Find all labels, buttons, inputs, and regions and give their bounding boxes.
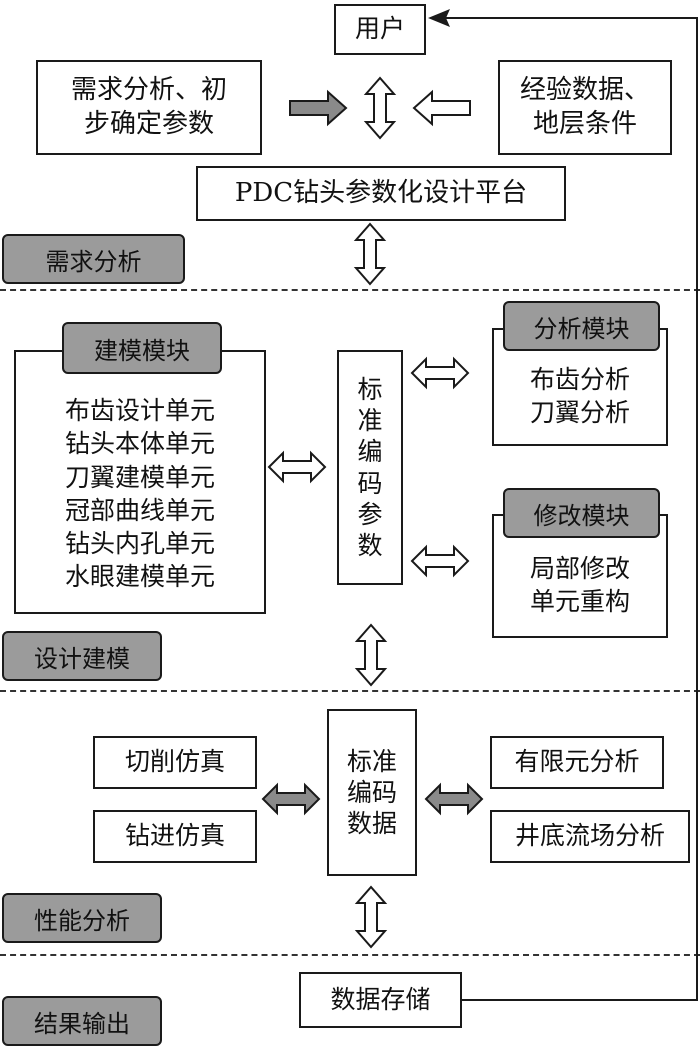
divider-1	[0, 289, 700, 291]
analysis-item-1: 布齿分析	[529, 365, 630, 394]
std-params-char-5: 参	[357, 499, 383, 529]
performance-output-double-arrow	[356, 886, 386, 948]
stage-design-label: 设计建模	[34, 644, 130, 673]
requirement-line-1: 需求分析、初	[70, 74, 227, 105]
modeling-module-title-label: 建模模块	[94, 336, 190, 365]
modify-module-title-label: 修改模块	[533, 501, 630, 530]
divider-3	[0, 954, 700, 956]
std-data-line-2: 编码	[346, 777, 397, 807]
std-params-char-4: 码	[357, 468, 383, 498]
stage-requirement-label: 需求分析	[45, 247, 142, 276]
requirement-line-2: 步确定参数	[83, 108, 214, 139]
params-analysis-double-arrow	[411, 358, 469, 388]
modeling-item-5: 钻头内孔单元	[64, 529, 215, 558]
std-params-char-1: 标	[357, 374, 383, 404]
platform-label: PDC钻头参数化设计平台	[234, 177, 528, 208]
analysis-item-2: 刀翼分析	[529, 398, 630, 427]
data-sim-right-double-arrow	[425, 784, 483, 814]
experience-to-user-arrow	[412, 89, 471, 127]
storage-label: 数据存储	[330, 984, 431, 1014]
drilling-sim-label: 钻进仿真	[124, 821, 225, 851]
storage-box: 数据存储	[299, 972, 462, 1028]
feedback-loop-arrow	[428, 9, 698, 1001]
requirement-to-user-arrow	[289, 89, 348, 127]
flow-analysis-box: 井底流场分析	[490, 810, 690, 863]
std-params-char-2: 准	[357, 406, 383, 435]
user-platform-double-arrow	[365, 77, 395, 139]
fem-analysis-box: 有限元分析	[490, 736, 664, 789]
modeling-item-2: 钻头本体单元	[64, 429, 215, 459]
design-performance-double-arrow	[356, 624, 386, 686]
std-params-box: 标 准 编 码 参 数	[337, 350, 403, 585]
stage-output: 结果输出	[2, 996, 162, 1046]
stage-performance: 性能分析	[2, 893, 162, 943]
stage-design: 设计建模	[2, 631, 162, 681]
params-modify-double-arrow	[411, 546, 469, 576]
std-data-line-1: 标准	[346, 746, 397, 776]
drilling-sim-box: 钻进仿真	[93, 810, 257, 863]
divider-2	[0, 690, 700, 692]
sim-left-data-double-arrow	[262, 784, 320, 814]
std-params-char-3: 编	[357, 437, 383, 467]
modeling-module-box: 布齿设计单元 钻头本体单元 刀翼建模单元 冠部曲线单元 钻头内孔单元 水眼建模单…	[14, 350, 266, 614]
std-data-line-3: 数据	[346, 809, 397, 839]
modeling-module-title: 建模模块	[62, 322, 222, 374]
experience-line-2: 地层条件	[532, 108, 637, 139]
modeling-item-4: 冠部曲线单元	[64, 495, 215, 525]
user-box: 用户	[334, 4, 426, 55]
flow-analysis-label: 井底流场分析	[514, 821, 665, 851]
stage-requirement: 需求分析	[2, 234, 185, 284]
experience-line-1: 经验数据、	[519, 74, 650, 105]
modeling-item-1: 布齿设计单元	[64, 396, 215, 425]
platform-box: PDC钻头参数化设计平台	[196, 166, 566, 221]
stage-output-label: 结果输出	[34, 1009, 130, 1038]
modify-module-title: 修改模块	[503, 488, 660, 538]
std-params-char-6: 数	[357, 531, 383, 560]
modify-item-1: 局部修改	[529, 554, 630, 583]
user-label: 用户	[354, 14, 405, 44]
fem-analysis-label: 有限元分析	[514, 747, 640, 777]
modeling-item-3: 刀翼建模单元	[64, 462, 215, 492]
cutting-sim-box: 切削仿真	[93, 736, 257, 789]
platform-design-double-arrow	[355, 223, 385, 285]
modeling-item-6: 水眼建模单元	[64, 562, 215, 592]
requirement-box: 需求分析、初 步确定参数	[36, 60, 262, 155]
std-data-box: 标准 编码 数据	[327, 709, 417, 876]
analysis-module-title-label: 分析模块	[533, 314, 630, 343]
modeling-params-double-arrow	[268, 452, 326, 482]
cutting-sim-label: 切削仿真	[124, 747, 225, 777]
stage-performance-label: 性能分析	[34, 906, 130, 935]
modify-item-2: 单元重构	[529, 587, 630, 616]
analysis-module-title: 分析模块	[503, 301, 660, 351]
experience-box: 经验数据、 地层条件	[498, 60, 672, 155]
